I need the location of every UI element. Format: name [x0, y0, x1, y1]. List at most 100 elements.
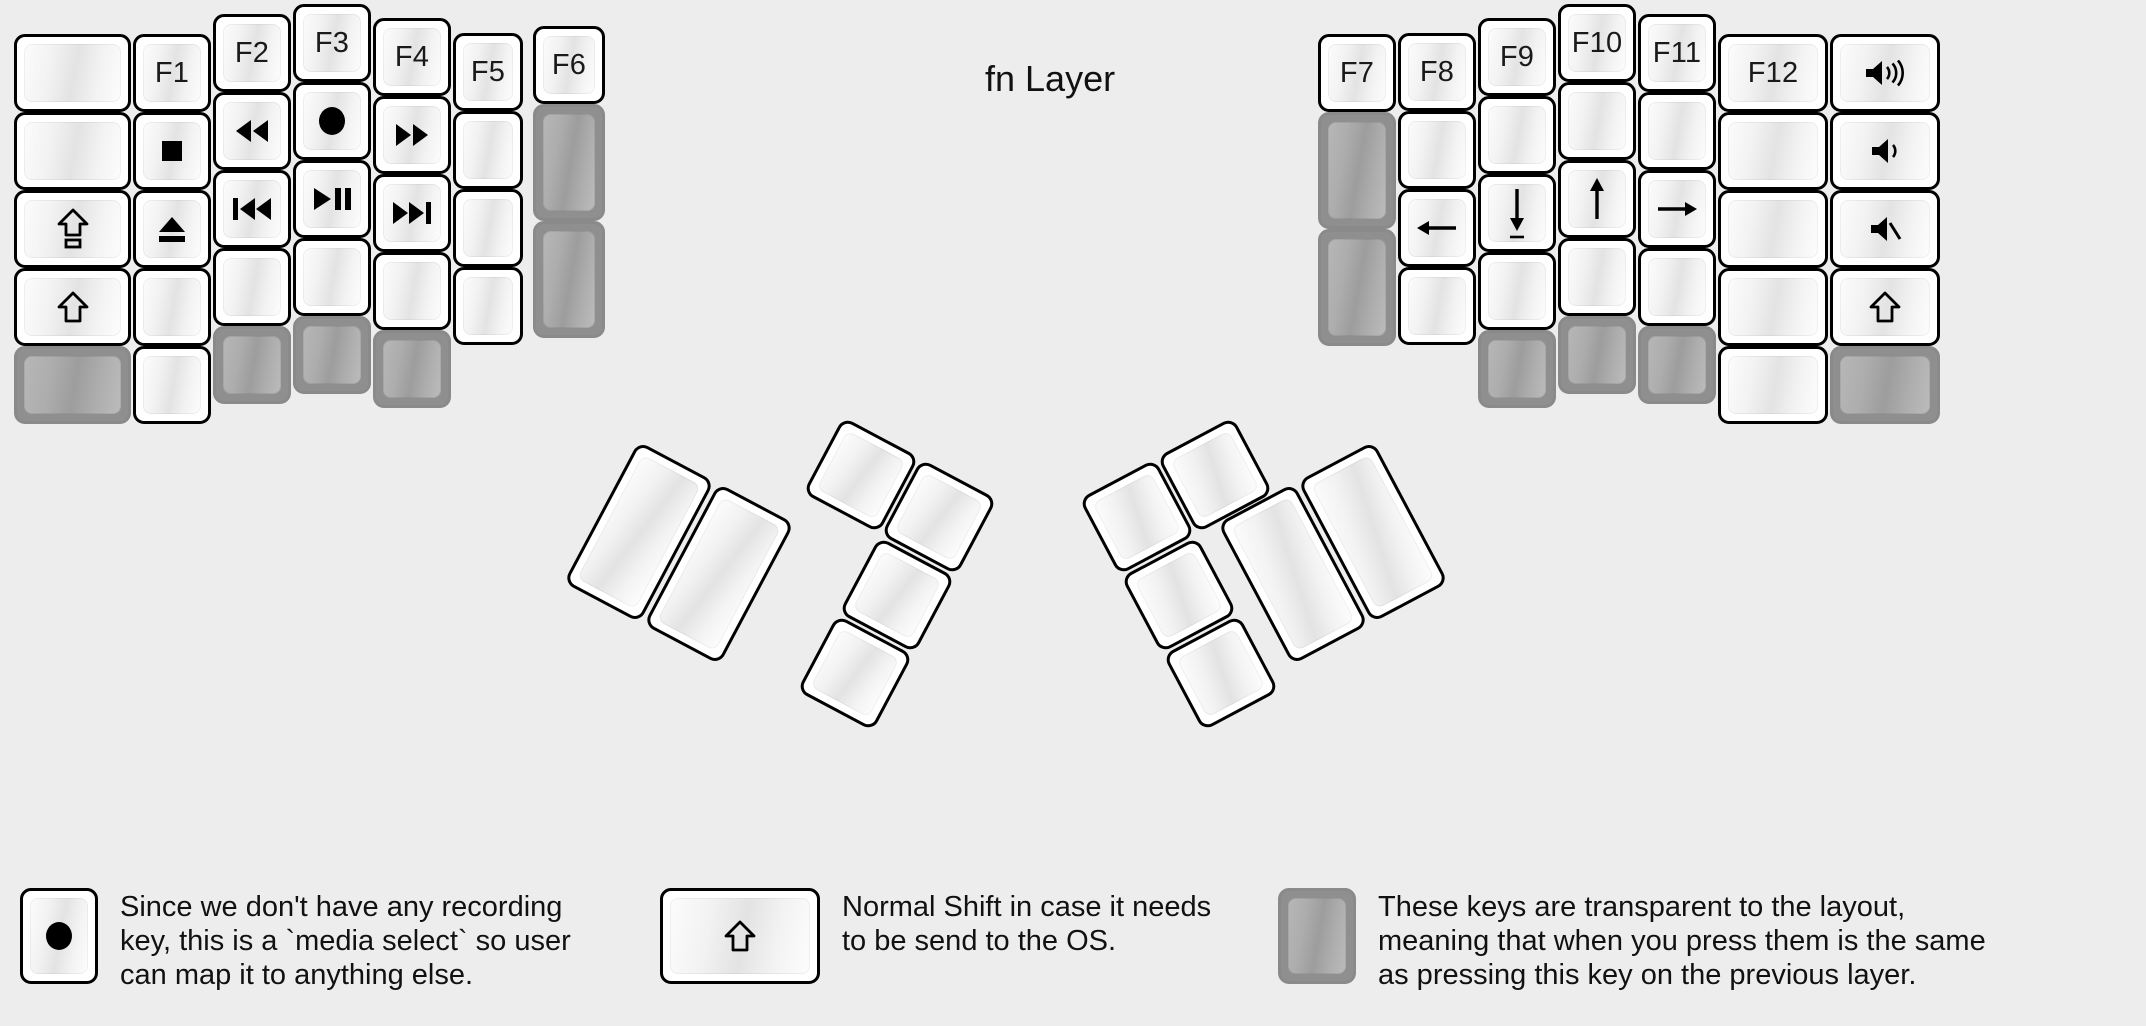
left-col7-key-1[interactable]: F6	[533, 26, 605, 104]
right-col2-key-3[interactable]	[1398, 189, 1476, 267]
left-col3-key-3[interactable]	[213, 170, 291, 248]
left-col2-key-2[interactable]	[133, 112, 211, 190]
left-col5-key-3[interactable]	[373, 174, 451, 252]
key-label: F6	[551, 48, 587, 81]
left-col4-key-4[interactable]	[293, 238, 371, 316]
right-col4-key-5[interactable]	[1558, 316, 1636, 394]
keycap-surface	[24, 122, 121, 180]
right-col6-key-3[interactable]	[1718, 190, 1828, 268]
left-col1-key-1[interactable]	[14, 34, 131, 112]
keycap-surface	[303, 248, 361, 306]
keycap-surface	[1648, 336, 1706, 394]
right-col3-key-1[interactable]: F9	[1478, 18, 1556, 96]
right-col5-key-2[interactable]	[1638, 92, 1716, 170]
right-col1-key-2[interactable]	[1318, 112, 1396, 229]
left-col4-key-3[interactable]	[293, 160, 371, 238]
left-col6-key-3[interactable]	[453, 189, 523, 267]
left-col2-key-3[interactable]	[133, 190, 211, 268]
media-previous-icon	[230, 195, 274, 223]
keycap-surface	[143, 356, 201, 414]
right-col1-key-1[interactable]: F7	[1318, 34, 1396, 112]
left-col2-key-1[interactable]: F1	[133, 34, 211, 112]
right-col6-key-5[interactable]	[1718, 346, 1828, 424]
left-col4-key-2[interactable]	[293, 82, 371, 160]
right-col4-key-3[interactable]	[1558, 160, 1636, 238]
right-col7-key-4[interactable]	[1830, 268, 1940, 346]
page-title: fn Layer	[985, 58, 1116, 99]
media-fast-forward-icon	[392, 121, 432, 149]
right-col5-key-3[interactable]	[1638, 170, 1716, 248]
key-label: F1	[154, 56, 190, 89]
left-col1-key-2[interactable]	[14, 112, 131, 190]
media-record-icon	[42, 919, 76, 953]
keycap-surface	[1648, 24, 1706, 82]
right-col4-key-1[interactable]: F10	[1558, 4, 1636, 82]
right-col5-key-4[interactable]	[1638, 248, 1716, 326]
keycap-surface	[383, 106, 441, 164]
left-col3-key-4[interactable]	[213, 248, 291, 326]
key-label: F3	[314, 26, 350, 59]
left-col5-key-1[interactable]: F4	[373, 18, 451, 96]
keycap-surface	[463, 121, 513, 179]
left-col1-key-3[interactable]	[14, 190, 131, 268]
right-col5-key-1[interactable]: F11	[1638, 14, 1716, 92]
left-col7-key-2[interactable]	[533, 104, 605, 221]
left-col6-key-2[interactable]	[453, 111, 523, 189]
left-col2-key-5[interactable]	[133, 346, 211, 424]
keycap-surface	[383, 28, 441, 86]
legend-description-3: These keys are transparent to the layout…	[1378, 891, 1986, 992]
right-col7-key-3[interactable]	[1830, 190, 1940, 268]
right-col6-key-1[interactable]: F12	[1718, 34, 1828, 112]
media-play-pause-icon	[311, 185, 353, 213]
keycap-surface	[1328, 122, 1386, 219]
left-col3-key-1[interactable]: F2	[213, 14, 291, 92]
caps-lock-icon	[57, 208, 89, 250]
right-col7-key-5[interactable]	[1830, 346, 1940, 424]
keycap-surface	[24, 44, 121, 102]
left-col1-key-5[interactable]	[14, 346, 131, 424]
keycap-surface	[383, 262, 441, 320]
keycap-surface	[1488, 340, 1546, 398]
left-col5-key-4[interactable]	[373, 252, 451, 330]
right-col2-key-4[interactable]	[1398, 267, 1476, 345]
right-col7-key-2[interactable]	[1830, 112, 1940, 190]
left-col2-key-4[interactable]	[133, 268, 211, 346]
left-col4-key-5[interactable]	[293, 316, 371, 394]
keycap-surface	[463, 43, 513, 101]
left-col5-key-2[interactable]	[373, 96, 451, 174]
right-col1-key-3[interactable]	[1318, 229, 1396, 346]
right-col6-key-2[interactable]	[1718, 112, 1828, 190]
keycap-surface	[24, 356, 121, 414]
legend-item-3: These keys are transparent to the layout…	[1278, 888, 1986, 993]
key-label: F2	[234, 36, 270, 69]
left-col7-key-3[interactable]	[533, 221, 605, 338]
keycap-surface	[1648, 102, 1706, 160]
keycap-surface	[1488, 106, 1546, 164]
keycap-surface	[223, 102, 281, 160]
left-col3-key-2[interactable]	[213, 92, 291, 170]
right-col5-key-5[interactable]	[1638, 326, 1716, 404]
left-col6-key-4[interactable]	[453, 267, 523, 345]
keycap-surface	[1170, 430, 1260, 520]
left-col4-key-1[interactable]: F3	[293, 4, 371, 82]
keycap-surface	[303, 14, 361, 72]
left-col1-key-4[interactable]	[14, 268, 131, 346]
keycap-surface	[1840, 278, 1930, 336]
right-col7-key-1[interactable]	[1830, 34, 1940, 112]
right-col3-key-2[interactable]	[1478, 96, 1556, 174]
left-col3-key-5[interactable]	[213, 326, 291, 404]
right-col2-key-1[interactable]: F8	[1398, 33, 1476, 111]
left-col6-key-1[interactable]: F5	[453, 33, 523, 111]
right-col4-key-2[interactable]	[1558, 82, 1636, 160]
right-col6-key-4[interactable]	[1718, 268, 1828, 346]
right-col2-key-2[interactable]	[1398, 111, 1476, 189]
right-col3-key-5[interactable]	[1478, 330, 1556, 408]
right-col4-key-4[interactable]	[1558, 238, 1636, 316]
keycap-surface	[1840, 356, 1930, 414]
left-col5-key-5[interactable]	[373, 330, 451, 408]
right-col3-key-4[interactable]	[1478, 252, 1556, 330]
legend-sample-key-3	[1278, 888, 1356, 984]
keycap-surface	[1488, 262, 1546, 320]
right-col3-key-3[interactable]	[1478, 174, 1556, 252]
shift-icon	[724, 919, 756, 953]
